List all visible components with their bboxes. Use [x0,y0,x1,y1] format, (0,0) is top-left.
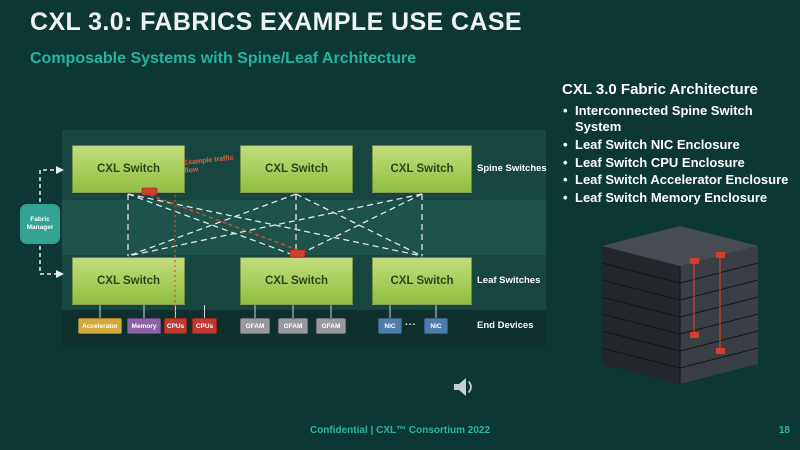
spine-switch-label: CXL Switch [96,163,161,175]
row-label-leaf-switches: Leaf Switches [477,275,541,286]
spine-switch: CXL Switch [372,145,472,193]
end-device-gfam: GFAM [316,318,346,334]
page-number: 18 [778,425,790,436]
leaf-switch-label: CXL Switch [96,275,161,287]
row-label-end-devices: End Devices [477,320,534,331]
fabric-manager: Fabric Manager [20,204,60,244]
speaker-icon[interactable] [452,377,478,397]
server-chassis-illustration [601,226,759,384]
slide-subtitle: Composable Systems with Spine/Leaf Archi… [30,50,417,67]
traffic-flow-label: Example traffic flow [183,154,234,175]
sidebar-heading: CXL 3.0 Fabric Architecture [562,81,758,98]
end-device-gfam: GFAM [240,318,270,334]
end-device-cpus: CPUs [192,318,217,334]
leaf-switch: CXL Switch [372,257,472,305]
end-device-gfam: GFAM [278,318,308,334]
slide-title: CXL 3.0: FABRICS EXAMPLE USE CASE [30,8,522,36]
fabric-diagram: CXL Switch CXL Switch CXL Switch CXL Swi… [62,130,547,345]
sidebar-bullet: Leaf Switch CPU Enclosure [562,155,797,171]
end-device-nic: NIC [424,318,448,334]
end-device-cpus: CPUs [164,318,187,334]
sidebar-bullet: Leaf Switch Memory Enclosure [562,190,797,206]
end-device-accelerator: Accelerator [78,318,122,334]
end-device-memory: Memory [127,318,161,334]
leaf-switch-label: CXL Switch [390,275,454,287]
sidebar-bullet: Interconnected Spine Switch System [562,103,797,135]
device-ellipsis: ... [405,317,417,328]
footer-text: Confidential | CXL™ Consortium 2022 [309,425,491,436]
leaf-switch-label: CXL Switch [264,275,329,287]
leaf-switch: CXL Switch [240,257,353,305]
sidebar-bullet: Leaf Switch NIC Enclosure [562,137,797,153]
spine-switch-label: CXL Switch [264,163,329,175]
diagram-mesh-band [62,200,546,255]
end-device-nic: NIC [378,318,402,334]
sidebar-bullet: Leaf Switch Accelerator Enclosure [562,172,797,188]
sidebar-bullet-list: Interconnected Spine Switch System Leaf … [562,103,797,208]
spine-switch: CXL Switch [72,145,185,193]
leaf-switch: CXL Switch [72,257,185,305]
row-label-spine-switches: Spine Switches [477,163,547,174]
spine-switch-label: CXL Switch [390,163,454,175]
spine-switch: CXL Switch [240,145,353,193]
